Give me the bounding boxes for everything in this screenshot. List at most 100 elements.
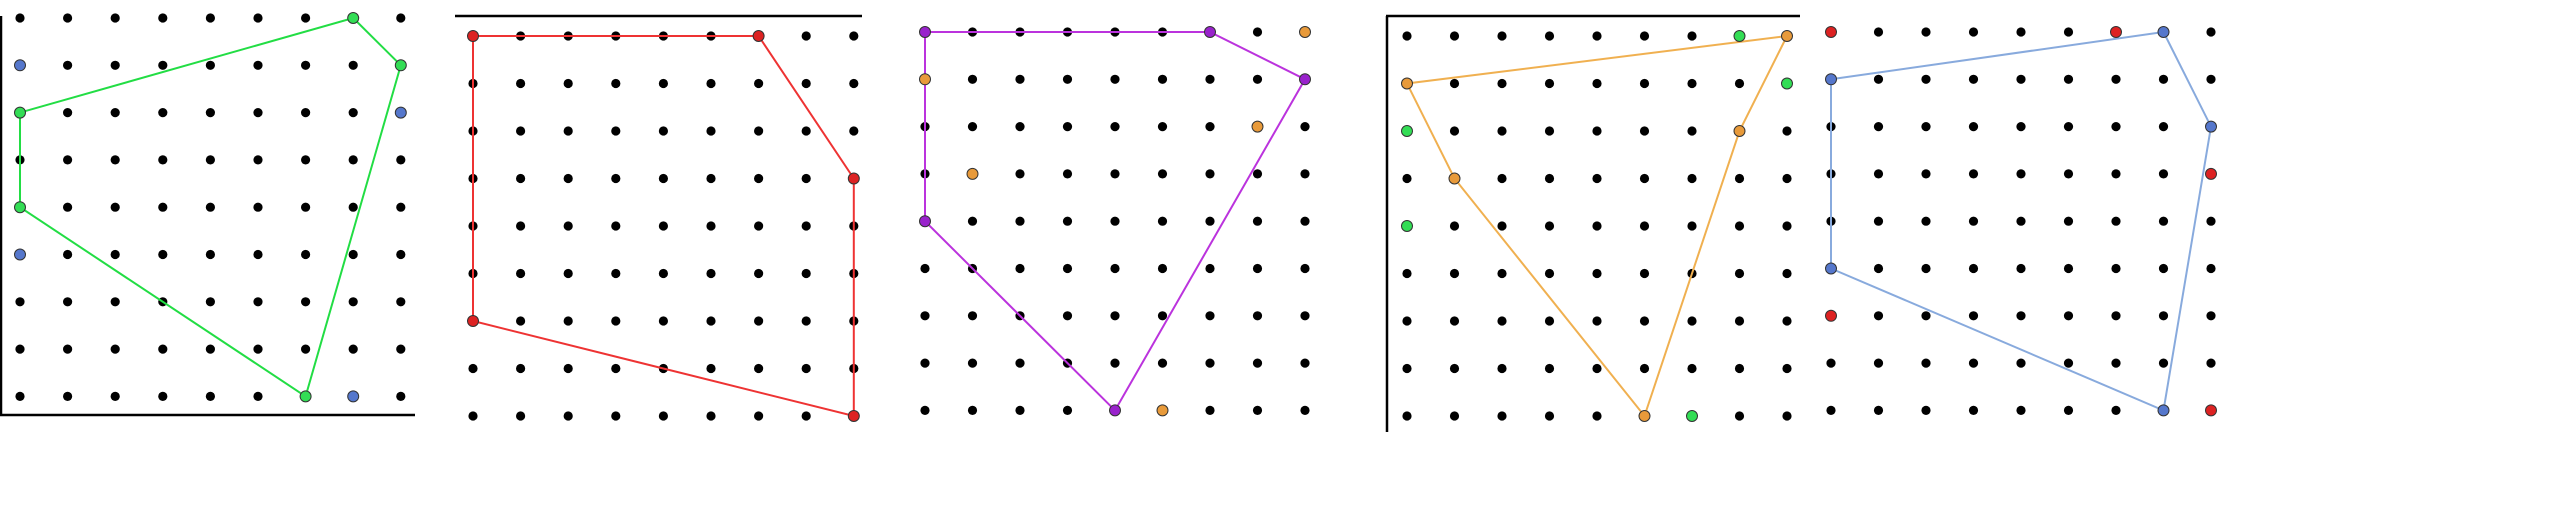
grid-dot xyxy=(801,221,811,231)
grid-dot xyxy=(1873,74,1884,84)
grid-dot xyxy=(348,60,358,70)
polygon-vertex xyxy=(847,410,860,422)
polygon-outline xyxy=(924,31,1307,413)
grid-dot xyxy=(611,363,621,374)
grid-dot xyxy=(516,173,526,184)
grid-dot xyxy=(1873,358,1884,368)
grid-dot xyxy=(920,311,930,321)
grid-dot xyxy=(967,74,978,84)
grid-dot xyxy=(158,60,168,70)
grid-dot xyxy=(1402,363,1412,374)
grid-dot xyxy=(1734,316,1745,326)
grid-dot xyxy=(706,411,716,421)
grid-dot xyxy=(563,316,573,326)
grid-dot xyxy=(253,391,263,401)
grid-dot xyxy=(801,316,811,326)
grid-dot xyxy=(2016,169,2026,179)
grid-dot xyxy=(1062,311,1073,321)
grid-dot xyxy=(2063,27,2074,37)
polygon-vertex xyxy=(2205,120,2217,133)
polygon-vertex xyxy=(919,215,931,228)
polygon-vertex xyxy=(1825,262,1837,275)
grid-dot xyxy=(611,268,621,279)
colored-point xyxy=(2205,404,2217,417)
grid-dot xyxy=(1639,126,1650,136)
grid-dot xyxy=(158,249,168,260)
grid-dot xyxy=(2111,122,2121,132)
grid-dot xyxy=(1402,173,1412,184)
grid-dot xyxy=(205,344,215,354)
grid-dot xyxy=(1734,221,1745,231)
grid-dot xyxy=(1062,122,1073,132)
grid-dot xyxy=(1782,363,1792,374)
grid-dot xyxy=(516,221,526,231)
grid-dot xyxy=(396,155,406,165)
grid-dot xyxy=(1968,216,1979,226)
grid-dot xyxy=(1062,405,1073,415)
grid-dot xyxy=(516,78,526,89)
grid-dot xyxy=(1252,169,1263,179)
polygon-vertex xyxy=(14,201,26,214)
grid-dot xyxy=(2206,216,2216,226)
grid-dot xyxy=(2158,216,2169,226)
grid-dot xyxy=(2063,216,2074,226)
grid-dot xyxy=(205,155,215,165)
grid-dot xyxy=(1592,268,1602,279)
grid-dot xyxy=(253,108,263,118)
colored-point xyxy=(966,167,979,180)
grid-dot xyxy=(110,249,120,260)
colored-point xyxy=(1251,120,1264,133)
grid-dot xyxy=(1015,216,1025,226)
grid-dot xyxy=(1300,405,1310,415)
polygon-vertex xyxy=(14,106,26,119)
polygon-vertex xyxy=(2157,404,2170,417)
grid-dot xyxy=(754,173,764,184)
grid-dot xyxy=(158,13,168,23)
grid-dot xyxy=(2206,74,2216,84)
grid-dot xyxy=(967,405,978,415)
grid-dot xyxy=(849,126,859,136)
grid-dot xyxy=(301,13,311,23)
grid-dot xyxy=(1497,221,1507,231)
grid-dot xyxy=(611,126,621,136)
grid-dot xyxy=(1544,411,1555,421)
grid-dot xyxy=(563,78,573,89)
grid-dot xyxy=(2063,122,2074,132)
polygon-vertex xyxy=(1401,77,1413,90)
grid-dot xyxy=(1921,122,1931,132)
grid-dot xyxy=(1639,363,1650,374)
grid-dot xyxy=(801,78,811,89)
polygon-vertex xyxy=(1638,410,1651,422)
grid-dot xyxy=(1497,31,1507,41)
grid-dot xyxy=(1639,31,1650,41)
colored-point xyxy=(2205,167,2217,180)
grid-dot xyxy=(15,344,25,354)
colored-point xyxy=(1733,30,1746,42)
grid-dot xyxy=(1782,411,1792,421)
grid-dot xyxy=(110,344,120,354)
grid-dot xyxy=(1921,358,1931,368)
grid-dot xyxy=(1921,405,1931,415)
grid-dot xyxy=(1497,126,1507,136)
grid-dot xyxy=(1252,405,1263,415)
colored-point xyxy=(1299,26,1311,38)
grid-dot xyxy=(1205,358,1215,368)
grid-dot xyxy=(1015,74,1025,84)
grid-dot xyxy=(1687,78,1697,89)
grid-dot xyxy=(1157,122,1168,132)
grid-dot xyxy=(253,297,263,307)
grid-dot xyxy=(1592,221,1602,231)
grid-dot xyxy=(1687,31,1697,41)
grid-dot xyxy=(611,221,621,231)
grid-dot xyxy=(1873,27,1884,37)
grid-dot xyxy=(1497,316,1507,326)
grid-panel-3 xyxy=(919,26,1311,417)
grid-dot xyxy=(1639,316,1650,326)
grid-dot xyxy=(1110,358,1120,368)
grid-dot xyxy=(1873,311,1884,321)
grid-dot xyxy=(2158,263,2169,274)
grid-dot xyxy=(801,173,811,184)
grid-dot xyxy=(348,344,358,354)
grid-dot xyxy=(396,202,406,212)
colored-point xyxy=(347,390,360,403)
